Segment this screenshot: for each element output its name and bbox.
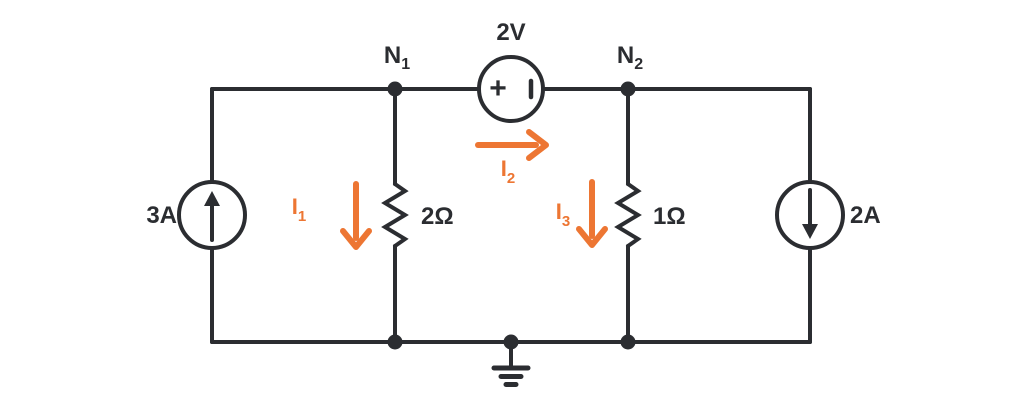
resistor-left-label: 2Ω xyxy=(421,203,454,230)
current-source-left-label: 3A xyxy=(146,202,177,229)
current1-down-arrow-icon xyxy=(340,181,372,250)
up-arrow-icon xyxy=(204,191,220,206)
plus-terminal-label: + xyxy=(489,72,507,105)
current-labels: I1 I2 I3 xyxy=(292,156,570,230)
node2-label: N2 xyxy=(617,42,643,73)
down-arrow-icon xyxy=(802,224,818,239)
node-dot-bottom-right xyxy=(620,334,636,350)
current2-label: I2 xyxy=(501,156,515,187)
node-dot-bottom-left xyxy=(387,334,403,350)
node-dot-ground xyxy=(503,334,519,350)
node-dots xyxy=(387,81,636,350)
resistor-right-zigzag xyxy=(614,182,642,248)
node-dot-n1 xyxy=(387,81,403,97)
node2-sub: 2 xyxy=(634,56,643,73)
current3-sub: 3 xyxy=(562,213,570,230)
current1-label: I1 xyxy=(292,194,306,225)
current1-base: I xyxy=(292,194,298,219)
current2-arrow-head xyxy=(526,129,549,161)
node1-sub: 1 xyxy=(401,56,410,73)
component-labels: 2V + N1 N2 3A 2A 2Ω 1Ω xyxy=(146,19,880,230)
source-arrowheads xyxy=(204,191,818,239)
current3-arrow-head xyxy=(576,226,608,248)
voltage-source-circle xyxy=(477,55,545,123)
current-annotation-arrows xyxy=(340,129,608,250)
current2-sub: 2 xyxy=(507,170,515,187)
current3-base: I xyxy=(556,199,562,224)
current2-base: I xyxy=(501,156,507,181)
node2-base: N xyxy=(617,42,634,69)
current3-down-arrow-icon xyxy=(576,179,608,248)
node-dot-n2 xyxy=(620,81,636,97)
current3-label: I3 xyxy=(556,199,570,230)
node1-base: N xyxy=(384,42,401,69)
wire-layer xyxy=(177,55,845,387)
resistor-right-label: 1Ω xyxy=(653,203,686,230)
resistor-left-zigzag xyxy=(381,182,409,248)
voltage-source-label: 2V xyxy=(496,19,525,46)
current2-right-arrow-icon xyxy=(475,129,549,161)
current-source-right-label: 2A xyxy=(850,202,881,229)
current1-arrow-head xyxy=(340,228,372,250)
current1-sub: 1 xyxy=(298,208,306,225)
node1-label: N1 xyxy=(384,42,410,73)
